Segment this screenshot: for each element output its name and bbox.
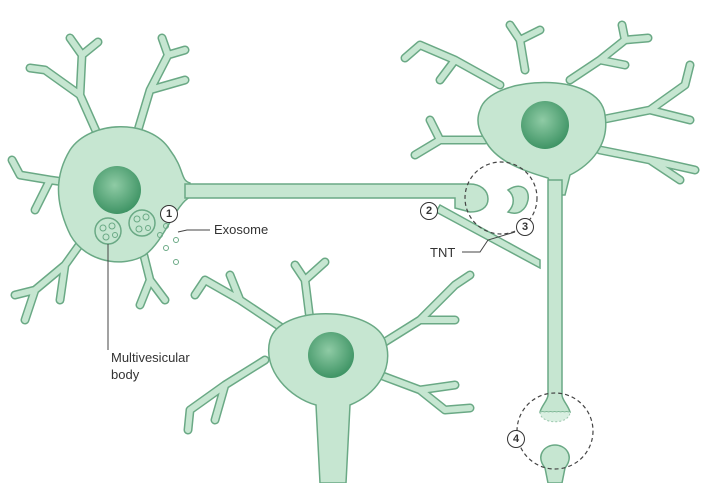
neuron-bottom	[188, 262, 470, 483]
multivesicular-label-line2: body	[111, 367, 139, 382]
nucleus-bottom	[308, 332, 354, 378]
exosome-label: Exosome	[214, 222, 268, 237]
multivesicular-label-line1: Multivesicular	[111, 350, 190, 365]
neuron-left	[12, 38, 190, 320]
tnt-label: TNT	[430, 245, 455, 260]
multivesicular-body	[95, 218, 121, 244]
marker-4: 4	[507, 430, 525, 448]
nucleus-right	[521, 101, 569, 149]
nucleus-left	[93, 166, 141, 214]
marker-3: 3	[516, 218, 534, 236]
marker-2: 2	[420, 202, 438, 220]
marker-1: 1	[160, 205, 178, 223]
